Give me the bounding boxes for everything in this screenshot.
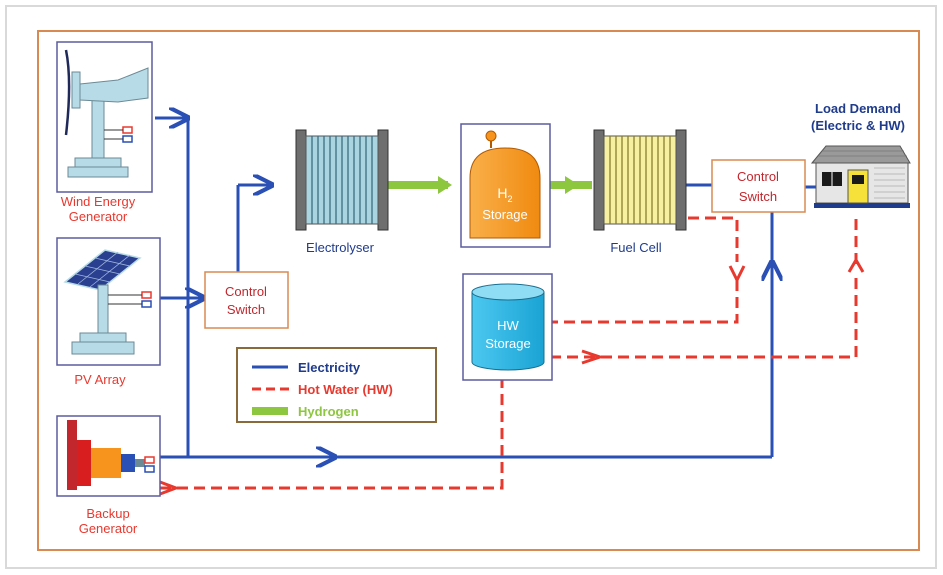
wind-label-1: Wind Energy bbox=[61, 194, 136, 209]
hot-water-lines bbox=[160, 215, 858, 490]
wind-foot bbox=[67, 166, 129, 178]
control-switch-right-label-2: Switch bbox=[739, 189, 777, 204]
h2-storage-label: Storage bbox=[482, 207, 528, 222]
hw-label-2: Storage bbox=[485, 336, 531, 351]
house-foundation bbox=[814, 203, 910, 208]
house-door-window bbox=[852, 175, 864, 184]
legend-hot-water-label: Hot Water (HW) bbox=[298, 382, 393, 397]
backup-terminal-blue bbox=[144, 465, 155, 473]
electricity-lines bbox=[155, 118, 818, 457]
electrolyser bbox=[295, 129, 389, 231]
hw-tank bbox=[471, 292, 545, 371]
fuel-cell-label: Fuel Cell bbox=[610, 240, 661, 255]
wind-blade bbox=[64, 49, 71, 136]
backup-generator bbox=[56, 415, 161, 497]
backup-shaft bbox=[135, 459, 145, 467]
wind-hub bbox=[71, 71, 81, 109]
h2-symbol-text: H2 bbox=[497, 185, 512, 204]
pv-label: PV Array bbox=[74, 372, 126, 387]
pv-foot bbox=[71, 341, 135, 355]
backup-exhaust bbox=[67, 420, 77, 490]
control-switch-right bbox=[711, 159, 806, 213]
house-door bbox=[847, 169, 869, 204]
hw-tank-top bbox=[471, 283, 545, 301]
hw-storage: HW Storage bbox=[462, 273, 553, 381]
load-demand-label-1: Load Demand bbox=[815, 101, 901, 116]
legend: Electricity Hot Water (HW) Hydrogen bbox=[236, 347, 437, 423]
pv-base bbox=[79, 332, 127, 343]
hot-water-arrows bbox=[159, 257, 865, 496]
wind-base bbox=[74, 157, 122, 168]
pv-terminal-red bbox=[141, 291, 152, 299]
wind-terminal-blue bbox=[122, 135, 133, 143]
house bbox=[810, 145, 911, 208]
h2-storage: H2 Storage bbox=[460, 123, 551, 248]
backup-label-1: Backup bbox=[86, 506, 129, 521]
electrolyser-label: Electrolyser bbox=[306, 240, 375, 255]
house-roof bbox=[810, 145, 911, 164]
pv-pole bbox=[97, 284, 109, 336]
legend-hydrogen-label: Hydrogen bbox=[298, 404, 359, 419]
backup-label-2: Generator bbox=[79, 521, 138, 536]
h2-valve bbox=[485, 130, 497, 142]
backup-terminal-red bbox=[144, 456, 155, 464]
hydrogen-arrow-1 bbox=[438, 176, 452, 194]
pv-array bbox=[56, 237, 161, 366]
control-switch-right-label-1: Control bbox=[737, 169, 779, 184]
load-demand-label-2: (Electric & HW) bbox=[811, 118, 905, 133]
pv-terminal-blue bbox=[141, 300, 152, 308]
control-switch-left-label-2: Switch bbox=[227, 302, 265, 317]
wind-generator bbox=[56, 41, 153, 193]
h2-symbol: H bbox=[497, 185, 507, 201]
h2-tank bbox=[469, 147, 541, 239]
backup-alternator bbox=[121, 454, 135, 472]
hw-label-1: HW bbox=[497, 318, 519, 333]
h2-subscript: 2 bbox=[508, 194, 513, 204]
wind-label-2: Generator bbox=[69, 209, 128, 224]
control-switch-left-label-1: Control bbox=[225, 284, 267, 299]
backup-engine bbox=[91, 448, 121, 478]
backup-engine-block bbox=[77, 440, 91, 486]
hydrogen-arrow-2 bbox=[565, 176, 579, 194]
fuel-cell bbox=[593, 129, 687, 231]
wind-terminal-red bbox=[122, 126, 133, 134]
legend-electricity-label: Electricity bbox=[298, 360, 361, 375]
wind-tower bbox=[91, 99, 105, 161]
control-switch-left bbox=[204, 271, 289, 329]
